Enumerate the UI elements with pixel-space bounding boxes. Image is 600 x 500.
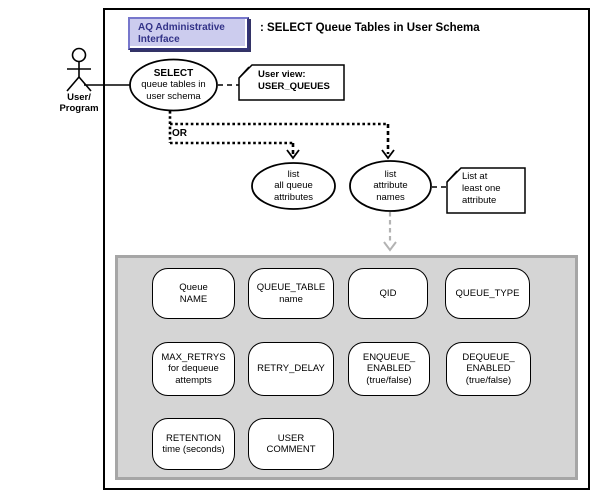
attr-box-max-retrys: MAX_RETRYS for dequeue attempts	[152, 342, 235, 396]
attr-box-queue-type: QUEUE_TYPE	[445, 268, 530, 319]
usecase-list-all-label: list all queue attributes	[273, 169, 314, 203]
usecase-list-names-label: list attribute names	[373, 169, 408, 203]
attr-box-qid: QID	[348, 268, 428, 319]
attr-box-dequeue-enabled: DEQUEUE_ ENABLED (true/false)	[446, 342, 531, 396]
attr-box-retention: RETENTION time (seconds)	[152, 418, 235, 470]
or-label: OR	[172, 128, 187, 139]
actor-label: User/ Program	[59, 91, 99, 114]
diagram-frame	[103, 8, 590, 490]
attr-box-user-comment: USER COMMENT	[248, 418, 334, 470]
attr-box-retry-delay: RETRY_DELAY	[248, 342, 334, 396]
note-leastone-label: List at least one attribute	[462, 171, 501, 206]
note-userview-label: User view: USER_QUEUES	[258, 69, 330, 92]
usecase-select-label: SELECT queue tables in user schema	[130, 62, 217, 108]
attr-box-queue-name: Queue NAME	[152, 268, 235, 319]
usecase-select-body: queue tables in user schema	[141, 79, 206, 102]
attr-box-enqueue-enabled: ENQUEUE_ ENABLED (true/false)	[348, 342, 430, 396]
attr-box-queue-table: QUEUE_TABLE name	[248, 268, 334, 319]
aq-admin-interface-badge: AQ Administrative Interface	[128, 17, 249, 50]
actor-head	[71, 47, 87, 63]
actor-figure-icon	[66, 47, 92, 92]
page-title: : SELECT Queue Tables in User Schema	[260, 22, 480, 34]
usecase-select-heading: SELECT	[153, 68, 194, 80]
